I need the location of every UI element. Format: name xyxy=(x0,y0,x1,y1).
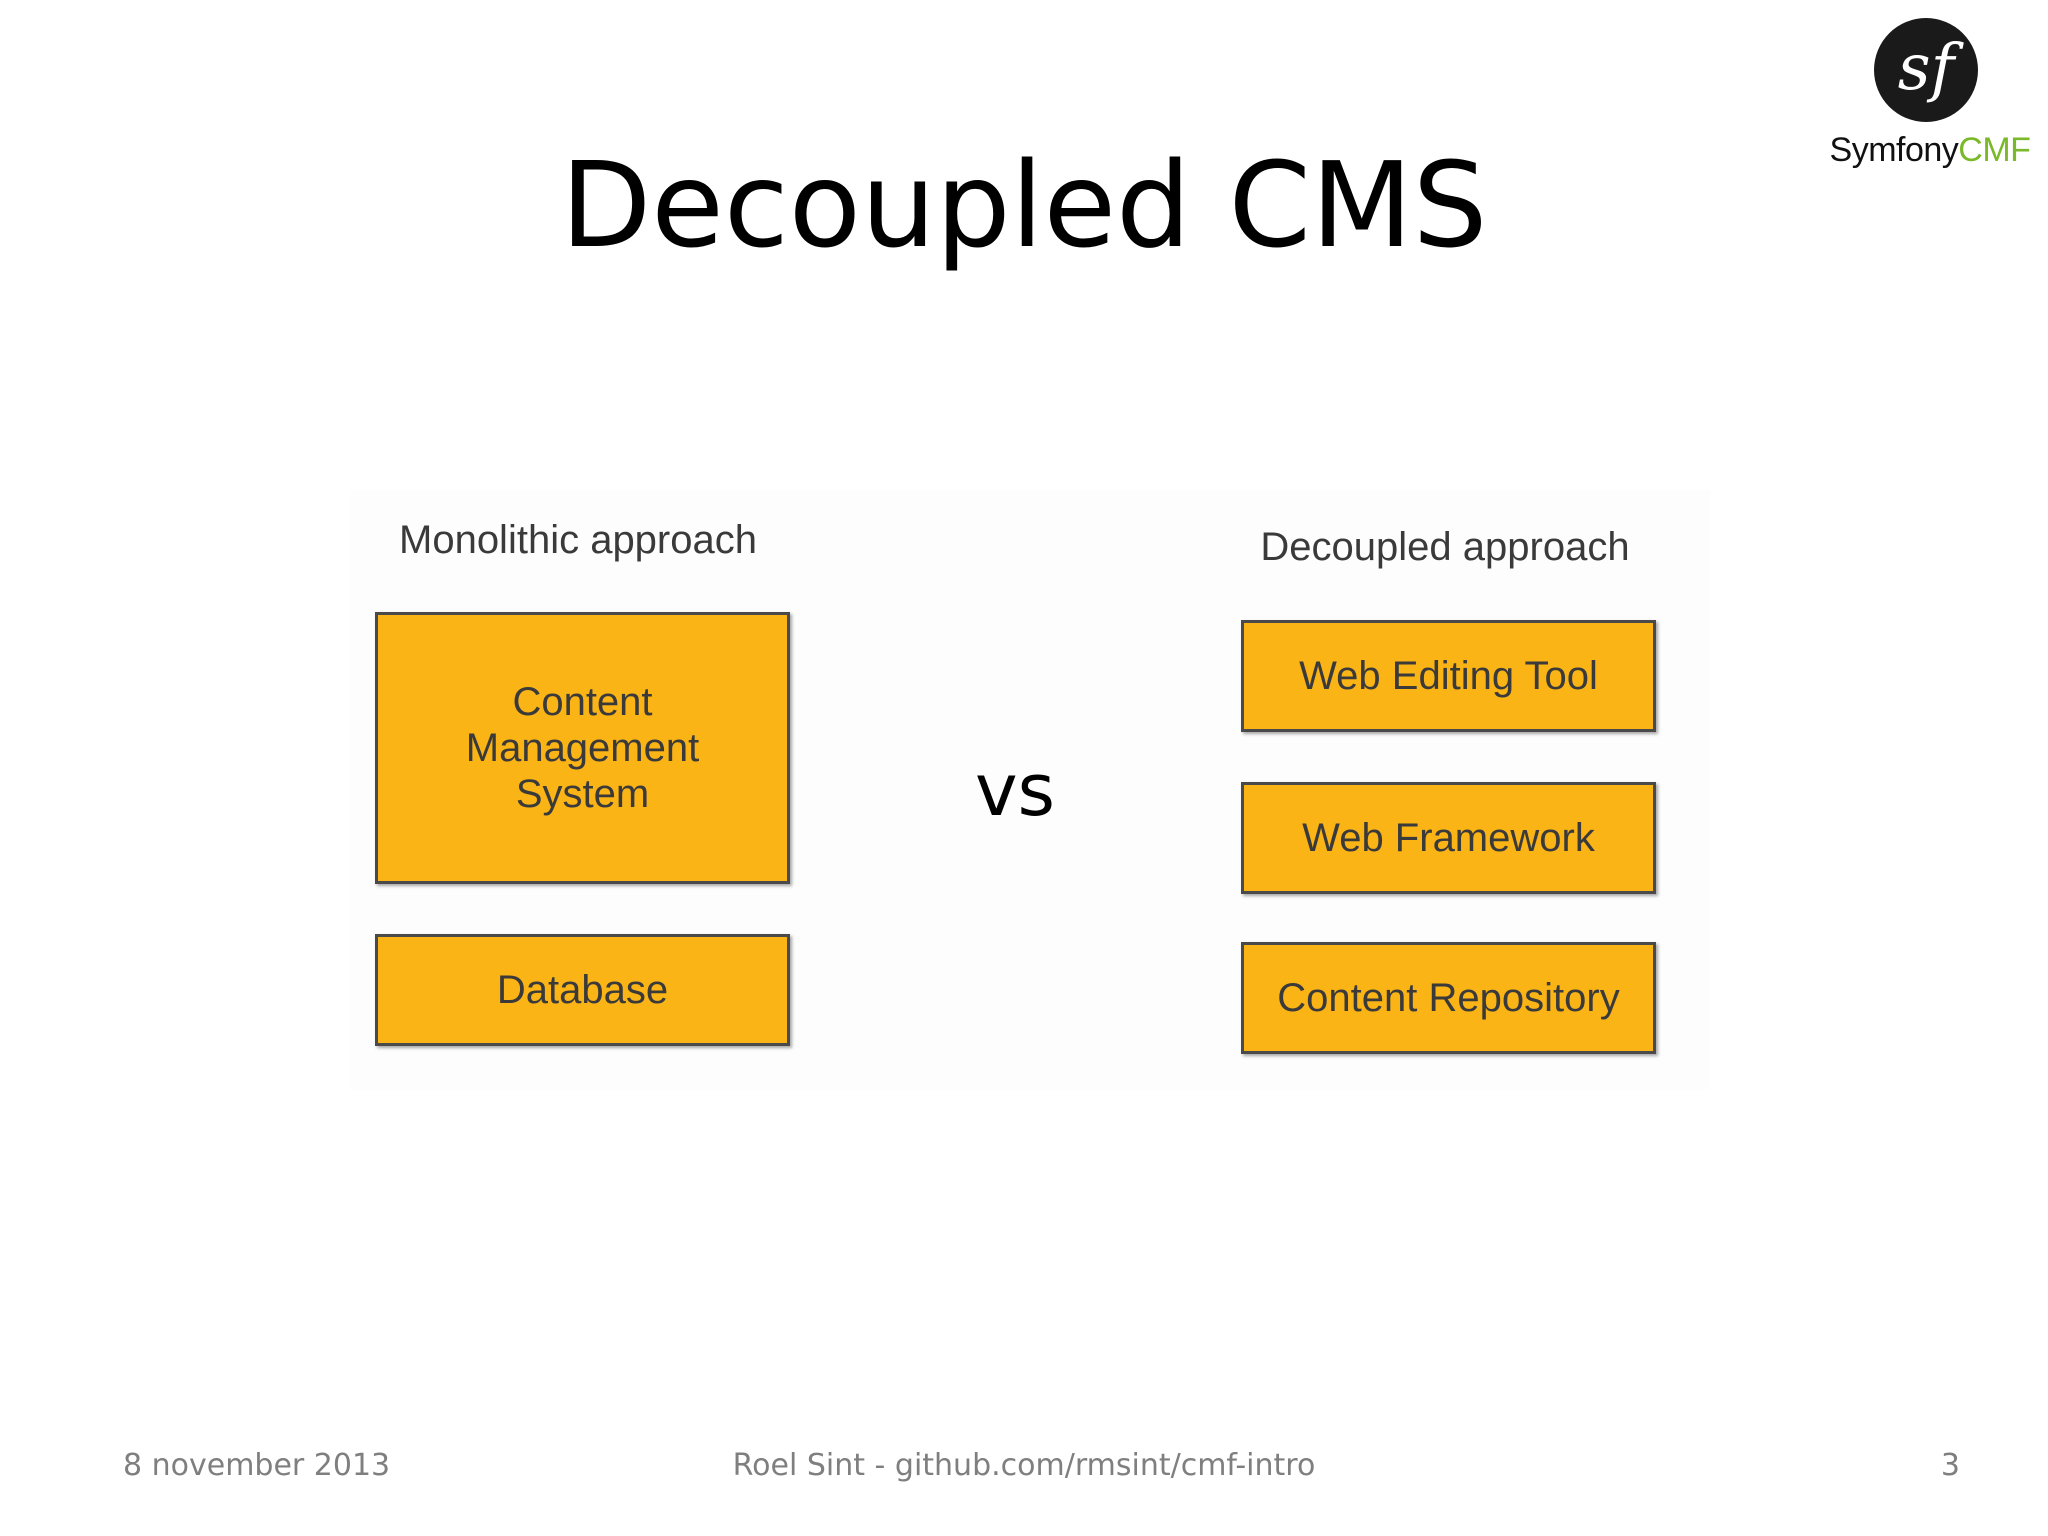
content-repository-box: Content Repository xyxy=(1241,942,1656,1054)
content-management-system-box: Content Management System xyxy=(375,612,790,884)
web-framework-box: Web Framework xyxy=(1241,782,1656,894)
footer-date: 8 november 2013 xyxy=(123,1448,391,1483)
slide-page-number: 3 xyxy=(1940,1448,1960,1483)
symfony-logo-icon: sf xyxy=(1874,18,1978,122)
vs-label: vs xyxy=(974,748,1056,832)
database-box: Database xyxy=(375,934,790,1046)
decoupled-heading: Decoupled approach xyxy=(1260,525,1630,569)
logo-wordmark-primary: Symfony xyxy=(1829,131,1959,169)
footer-center-text: Roel Sint - github.com/rmsint/cmf-intro xyxy=(732,1448,1316,1483)
symfony-cmf-logo: sf SymfonyCMF xyxy=(1820,14,2040,174)
slide-title: Decoupled CMS xyxy=(560,136,1488,274)
web-editing-tool-box: Web Editing Tool xyxy=(1241,620,1656,732)
monolithic-heading: Monolithic approach xyxy=(399,518,757,562)
logo-glyph: sf xyxy=(1897,31,1955,105)
logo-wordmark-accent: CMF xyxy=(1958,131,2031,169)
logo-wordmark: SymfonyCMF xyxy=(1820,130,2040,170)
